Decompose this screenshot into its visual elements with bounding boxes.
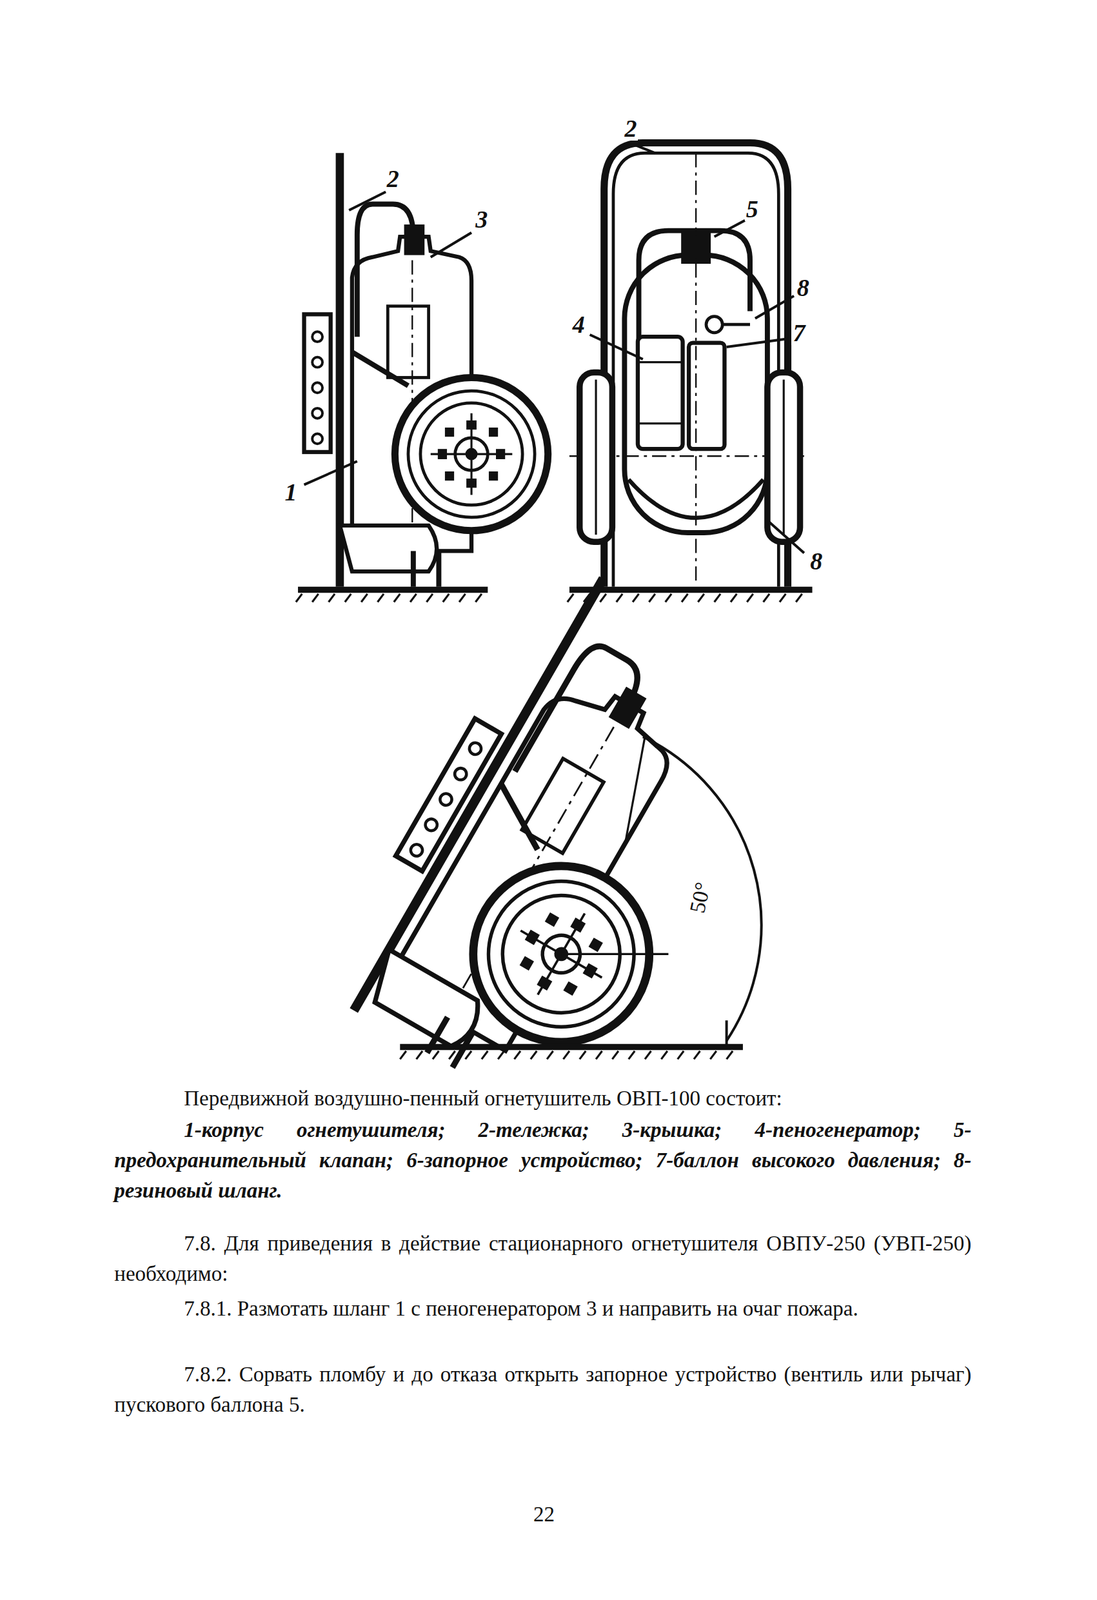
callout-number: 2 [385,166,401,191]
illustration-use [318,557,811,1130]
illustration-circle [706,316,723,333]
illustration-line [624,736,645,847]
parts-list: 1-корпус огнетушителя; 2-тележка; 3-крыш… [114,1115,972,1206]
illustration-line [430,232,472,258]
paragraph: 7.8. Для приведения в действие стационар… [114,1228,972,1290]
illustration-line [782,379,785,536]
illustration-line [725,1020,729,1045]
callout-number: 8 [808,548,824,574]
illustration-line [348,191,386,210]
illustration-line [726,338,789,347]
illustration-path [296,593,482,603]
illustration-rect [637,336,683,449]
illustration-line [722,323,751,327]
illustration-line [561,953,669,956]
callout-number: 4 [571,312,587,337]
callout-number: 5 [744,196,760,222]
callout-number: 8 [795,275,811,300]
illustration-path [642,736,762,1041]
illustration-g [567,143,813,603]
callout-number: 1 [283,479,298,505]
illustration-rect [688,343,725,450]
paragraph: 7.8.2. Сорвать пломбу и до отказа открыт… [114,1359,972,1421]
illustration-line [767,520,805,554]
illustration-rect [767,372,801,543]
illustration-path [604,143,789,587]
illustration-line [594,379,597,536]
illustration-line [569,586,813,593]
page-number: 22 [533,1503,555,1526]
callout-number: 2 [622,116,638,141]
figure-caption: Передвижной воздушно-пенный огнетушитель… [114,1083,972,1114]
illustration-line [637,422,683,425]
callout-number: 7 [791,320,807,346]
illustration-line [755,296,794,319]
paragraph: 7.8.1. Размотать шланг 1 с пеногенератор… [114,1293,972,1325]
illustration-rect [579,372,613,543]
illustration-use [304,152,549,587]
illustration-line [637,361,683,364]
illustration-line [297,586,488,593]
illustration-line [399,1044,743,1050]
illustration-line [590,334,643,360]
angle-dimension: 50° [685,879,714,918]
illustration-line [714,220,745,237]
illustration-path [613,152,779,587]
illustration-line [304,461,358,485]
illustration-line [695,152,697,584]
illustration-g [399,736,761,1059]
illustration-path [567,593,803,603]
illustration-path [399,1051,733,1060]
illustration-line [634,145,656,154]
callout-number: 3 [474,207,489,232]
